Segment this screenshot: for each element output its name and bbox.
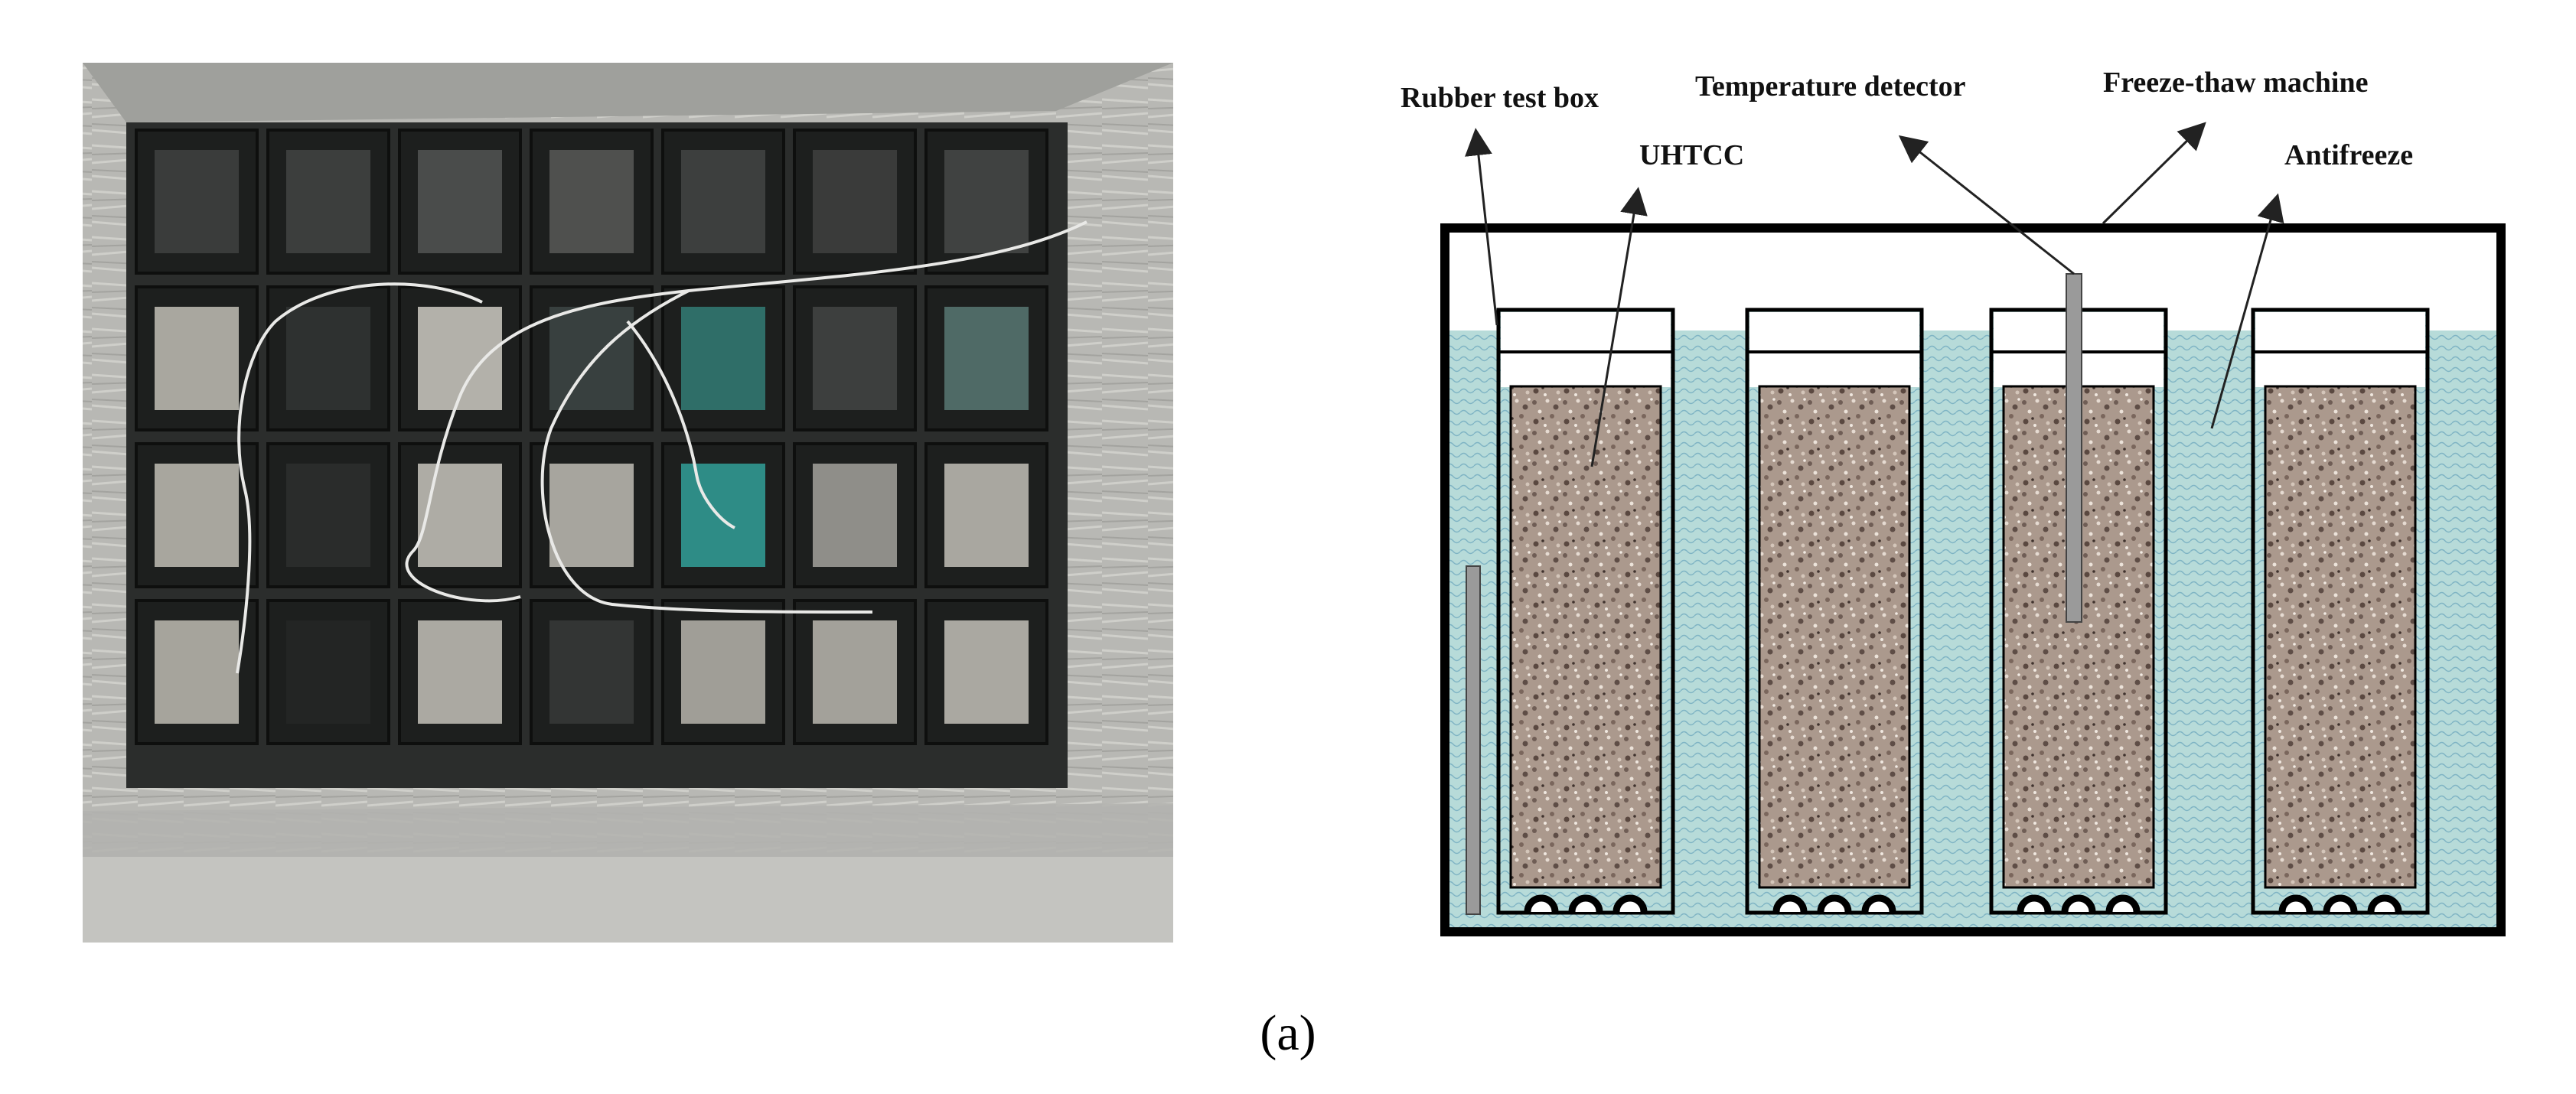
specimen-surface — [286, 150, 370, 253]
temperature-detector-arrow — [1898, 135, 2075, 275]
specimen-surface — [944, 464, 1029, 567]
specimen-surface — [155, 150, 239, 253]
specimen-surface — [813, 620, 897, 724]
specimen-surface — [681, 307, 765, 410]
specimen-surface — [286, 620, 370, 724]
freeze-thaw-diagram: Rubber test box UHTCC Temperature detect… — [1400, 67, 2506, 936]
uhtcc-specimen — [2002, 385, 2155, 889]
specimen-surface — [681, 464, 765, 567]
specimen-surface — [286, 464, 370, 567]
specimen-surface — [549, 307, 634, 410]
freeze-thaw-machine-arrow — [2102, 122, 2206, 225]
specimen-surface — [549, 464, 634, 567]
side-temperature-probe — [1466, 565, 1481, 915]
specimen-surface — [155, 307, 239, 410]
uhtcc-arrow — [1590, 187, 1648, 467]
specimen-surface — [944, 620, 1029, 724]
specimen-surface — [418, 464, 502, 567]
specimen-molds — [135, 129, 1048, 745]
specimen-surface — [681, 620, 765, 724]
specimen-surface — [155, 464, 239, 567]
specimen-surface — [418, 150, 502, 253]
rubber-test-box — [2251, 308, 2430, 915]
rubber-test-box-label: Rubber test box — [1400, 82, 1599, 114]
temperature-wires — [236, 220, 1087, 674]
specimen-surface — [286, 307, 370, 410]
uhtcc-label: UHTCC — [1639, 139, 1744, 171]
antifreeze-arrow — [2210, 193, 2284, 429]
rubber-test-box — [1745, 308, 1924, 915]
temperature-detector-label: Temperature detector — [1695, 70, 1966, 103]
specimen-surface — [944, 307, 1029, 410]
freeze-thaw-photo — [83, 63, 1173, 943]
specimen-surface — [813, 307, 897, 410]
specimen-surface — [418, 620, 502, 724]
specimen-surface — [549, 620, 634, 724]
specimen-surface — [549, 150, 634, 253]
antifreeze-label: Antifreeze — [2284, 139, 2413, 171]
freeze-thaw-machine-label: Freeze-thaw machine — [2103, 67, 2368, 99]
specimen-surface — [944, 150, 1029, 253]
panel-label: (a) — [1260, 1005, 1316, 1061]
uhtcc-specimen — [2264, 385, 2417, 889]
temperature-detector-probe — [2066, 273, 2082, 623]
specimen-surface — [813, 464, 897, 567]
specimen-surface — [813, 150, 897, 253]
rubber-test-box — [1989, 308, 2168, 915]
rubber-test-box — [1496, 308, 1675, 915]
uhtcc-specimen — [1758, 385, 1911, 889]
specimen-surface — [681, 150, 765, 253]
specimen-surface — [155, 620, 239, 724]
rubber-test-boxes — [1496, 308, 2430, 915]
uhtcc-specimen — [1509, 385, 1662, 889]
rubber-test-box-arrow — [1465, 128, 1498, 326]
